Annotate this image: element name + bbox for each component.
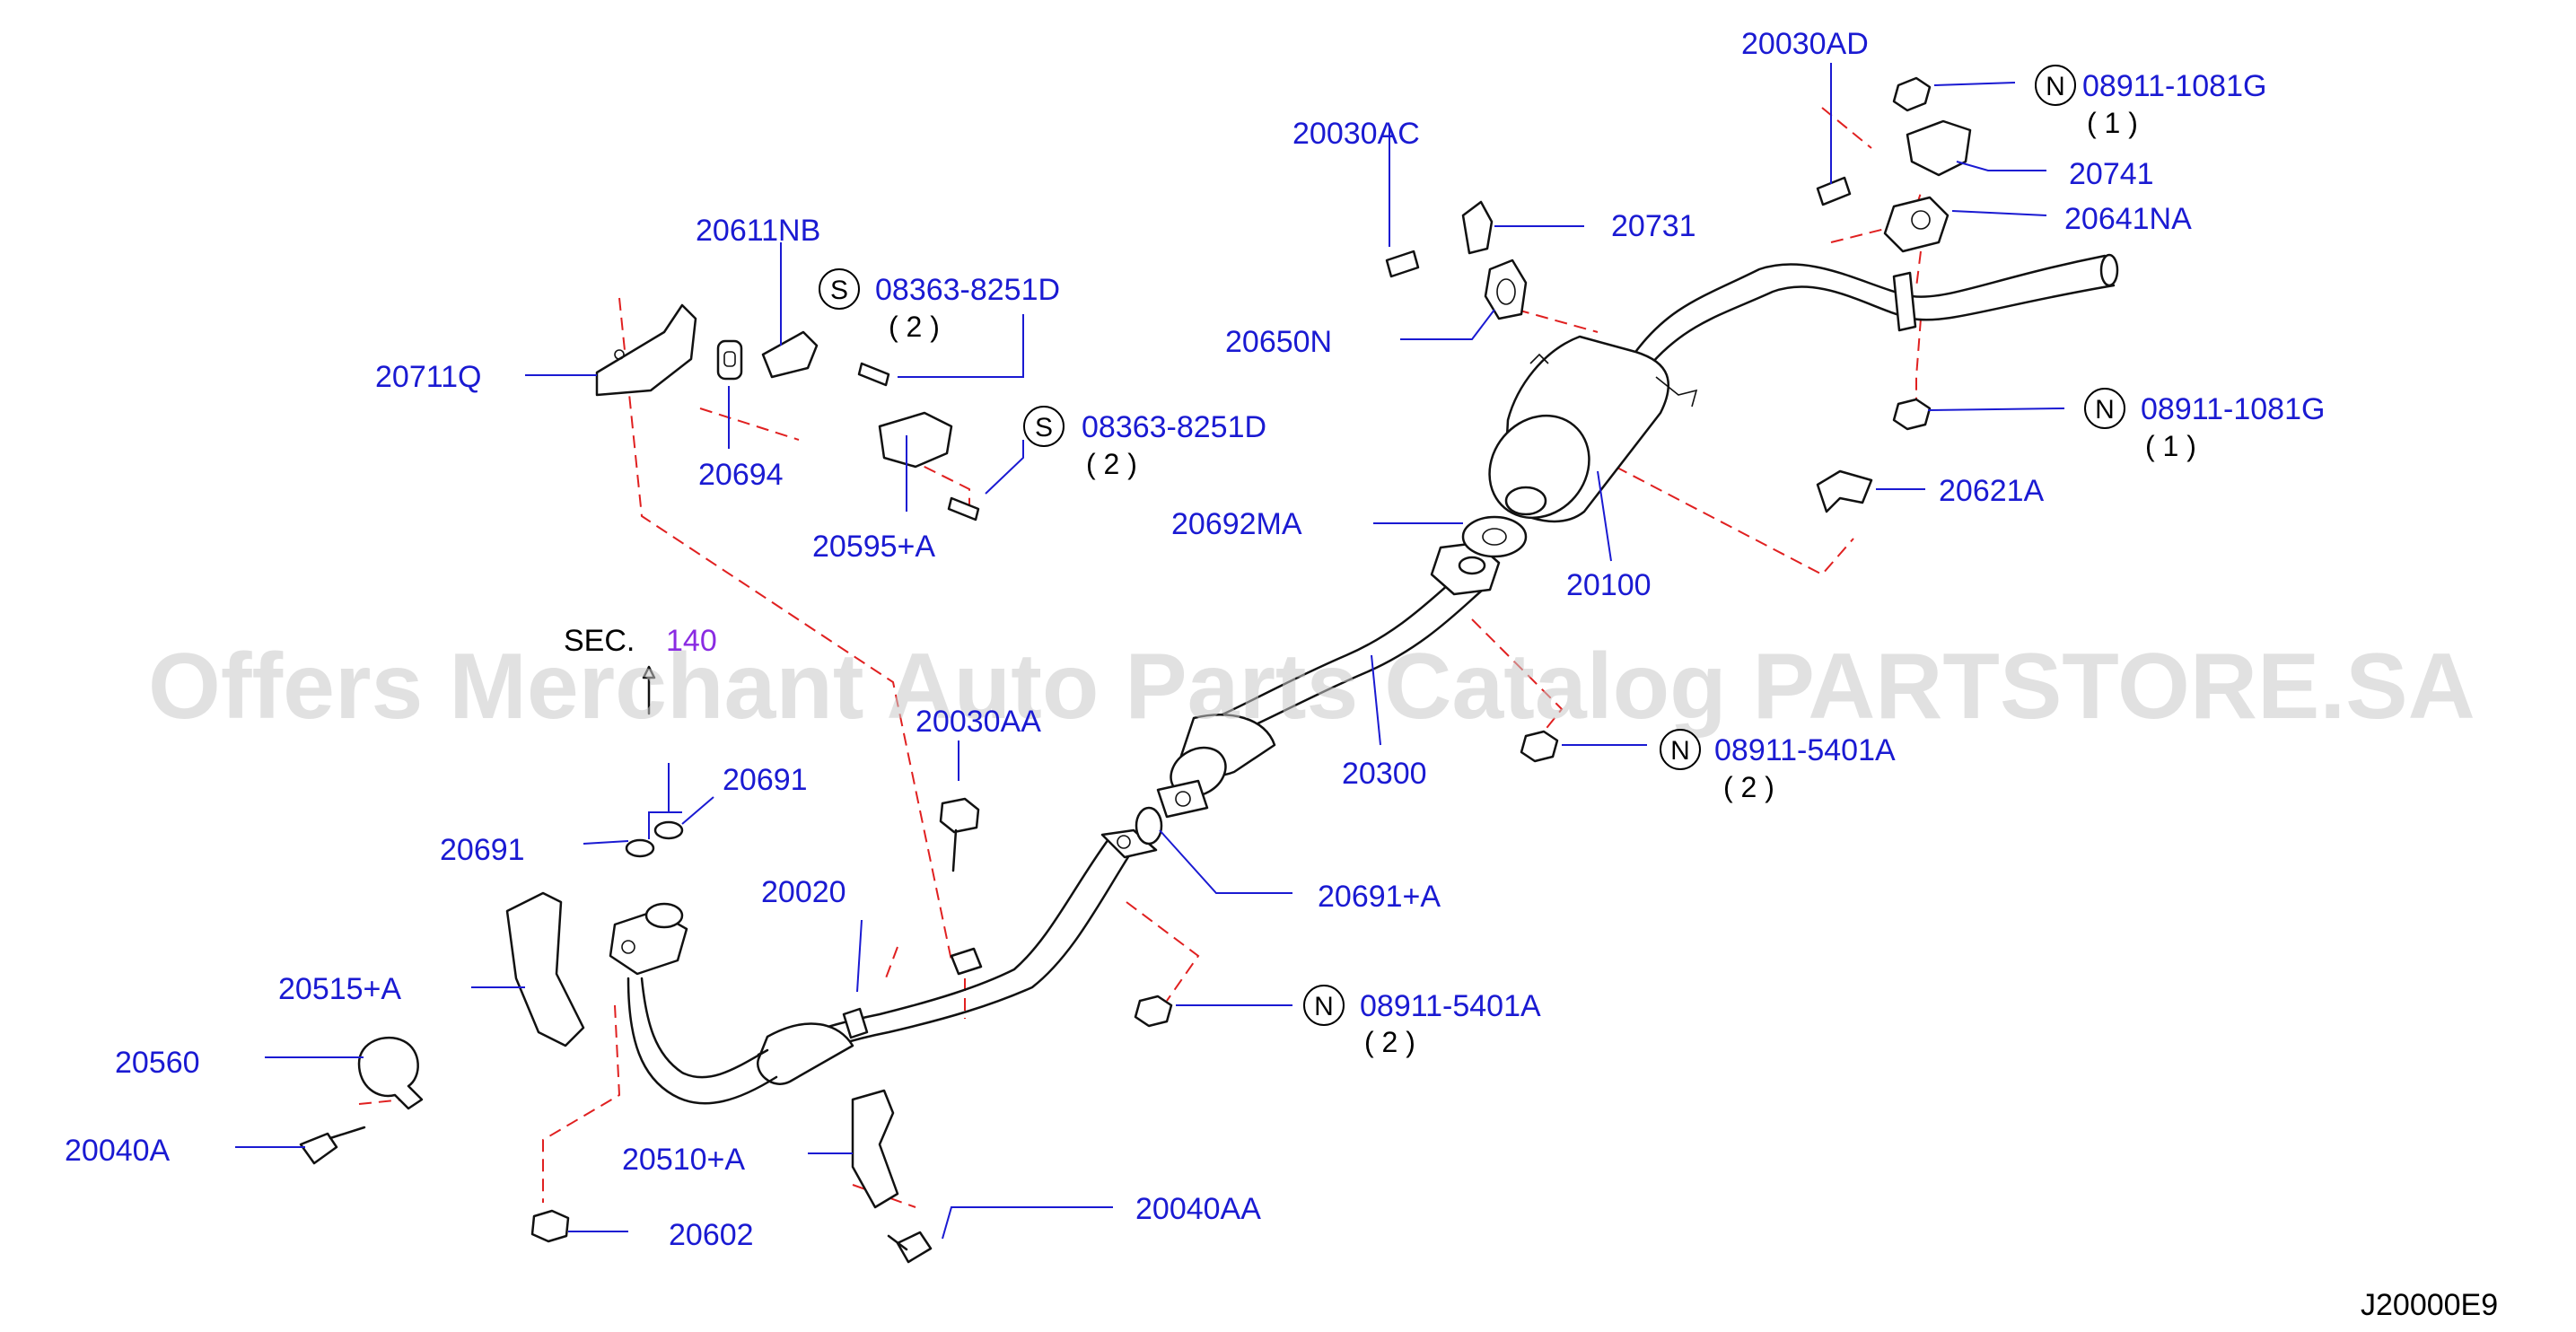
callout-5-badge <box>1303 985 1345 1026</box>
label-20030AD: 20030AD <box>1741 27 1869 61</box>
front-pipe-20020 <box>609 828 1158 1105</box>
callout-2-qty: ( 2 ) <box>1086 448 1137 480</box>
part-labels: 20030AD 20030AC 20731 20741 20641NA 2065… <box>65 27 2192 1252</box>
nut-5401A-lower <box>1134 995 1173 1028</box>
label-20510A: 20510+A <box>622 1143 745 1177</box>
section-number: 140 <box>666 624 717 658</box>
callout-5-part: 08911-5401A <box>1360 989 1541 1023</box>
muffler-20100 <box>1488 335 1698 523</box>
bolt-20030AC <box>1385 250 1420 278</box>
label-20020: 20020 <box>761 875 846 909</box>
nut-20602 <box>530 1209 570 1243</box>
callout-0-part: 08911-1081G <box>2082 69 2266 103</box>
hanger-20741 <box>1906 119 1972 177</box>
callout-1-prefix: S <box>830 276 848 305</box>
nut-mid <box>1892 398 1932 431</box>
bolt-20040AA <box>896 1231 933 1264</box>
callout-4-badge <box>1660 729 1701 770</box>
callout-5: N 08911-5401A ( 2 ) <box>1303 985 1541 1058</box>
label-20515A: 20515+A <box>278 972 401 1006</box>
gasket-20691A <box>1135 806 1163 846</box>
callout-3-part: 08911-1081G <box>2141 392 2325 426</box>
callout-4-part: 08911-5401A <box>1714 733 1896 767</box>
label-20641NA: 20641NA <box>2064 202 2192 236</box>
leader-lines <box>235 63 2065 1240</box>
gasket-20691-right <box>653 820 684 840</box>
callout-4-qty: ( 2 ) <box>1723 771 1774 803</box>
label-20694: 20694 <box>698 458 784 492</box>
gasket-20692MA <box>1461 515 1528 558</box>
label-20040A: 20040A <box>65 1134 171 1168</box>
insulator-20510A <box>851 1089 899 1209</box>
label-20692MA: 20692MA <box>1171 507 1302 541</box>
callout-3: N 08911-1081G ( 1 ) <box>2084 388 2325 462</box>
label-20560: 20560 <box>115 1046 200 1080</box>
label-20602: 20602 <box>669 1218 754 1252</box>
clamp-20731 <box>1461 200 1494 255</box>
callout-3-prefix: N <box>2095 395 2115 425</box>
callout-4-prefix: N <box>1670 736 1690 766</box>
gasket-20691-left <box>625 838 655 858</box>
tail-pipe <box>1632 254 2107 356</box>
label-20611NB: 20611NB <box>696 214 820 248</box>
callout-4: N 08911-5401A ( 2 ) <box>1660 729 1896 803</box>
parts <box>299 76 2119 1264</box>
label-20030AC: 20030AC <box>1292 117 1420 151</box>
label-20691-lower: 20691 <box>440 833 525 867</box>
watermark: Offers Merchant Auto Parts Catalog PARTS… <box>148 635 2475 739</box>
section-reference: SEC. 140 <box>564 624 717 658</box>
callout-0-qty: ( 1 ) <box>2087 107 2138 139</box>
callout-0-prefix: N <box>2046 72 2065 101</box>
callout-3-qty: ( 1 ) <box>2145 430 2196 462</box>
label-20621A: 20621A <box>1939 474 2045 508</box>
bolt-20030AD <box>1816 176 1852 206</box>
label-20595A: 20595+A <box>812 530 935 564</box>
center-pipe-20300 <box>1156 541 1501 819</box>
bolt-20040A <box>299 1132 338 1165</box>
mount-20650N <box>1484 259 1528 320</box>
label-20030AA: 20030AA <box>916 705 1041 739</box>
label-20691-upper: 20691 <box>723 763 808 797</box>
label-20650N: 20650N <box>1225 325 1332 359</box>
label-20741: 20741 <box>2069 157 2154 191</box>
callout-5-prefix: N <box>1314 992 1334 1021</box>
bracket-20611NB <box>761 330 819 379</box>
label-20731: 20731 <box>1611 209 1696 243</box>
callout-2-prefix: S <box>1035 413 1053 443</box>
callout-2-badge <box>1023 406 1065 447</box>
callout-1: S 08363-8251D ( 2 ) <box>819 268 1060 343</box>
clamp-20560 <box>357 1036 424 1110</box>
callout-0-badge <box>2035 65 2076 106</box>
label-20040AA: 20040AA <box>1135 1192 1261 1226</box>
callout-1-qty: ( 2 ) <box>889 311 940 343</box>
insulator-20515A <box>505 891 585 1047</box>
callout-1-badge <box>819 268 860 310</box>
callout-2-part: 08363-8251D <box>1082 410 1266 444</box>
mount-20641NA <box>1883 196 1950 253</box>
gasket-20694 <box>716 339 743 381</box>
bolt-20030AA <box>939 797 980 834</box>
nut-top <box>1892 76 1932 112</box>
label-20691A: 20691+A <box>1318 880 1441 914</box>
section-prefix: SEC. <box>564 624 635 658</box>
callout-0: N 08911-1081G ( 1 ) <box>2035 65 2266 139</box>
callout-1-part: 08363-8251D <box>875 273 1060 307</box>
label-20711Q: 20711Q <box>375 360 481 394</box>
callout-2: S 08363-8251D ( 2 ) <box>1023 406 1266 480</box>
callout-5-qty: ( 2 ) <box>1364 1026 1415 1058</box>
callout-3-badge <box>2084 388 2125 429</box>
label-20100: 20100 <box>1566 568 1652 602</box>
bracket-20711Q <box>595 303 697 397</box>
clamp-20621A <box>1816 469 1873 513</box>
diagram-code: J20000E9 <box>2361 1288 2498 1322</box>
label-20300: 20300 <box>1342 757 1427 791</box>
nut-5401A-upper <box>1520 730 1559 763</box>
